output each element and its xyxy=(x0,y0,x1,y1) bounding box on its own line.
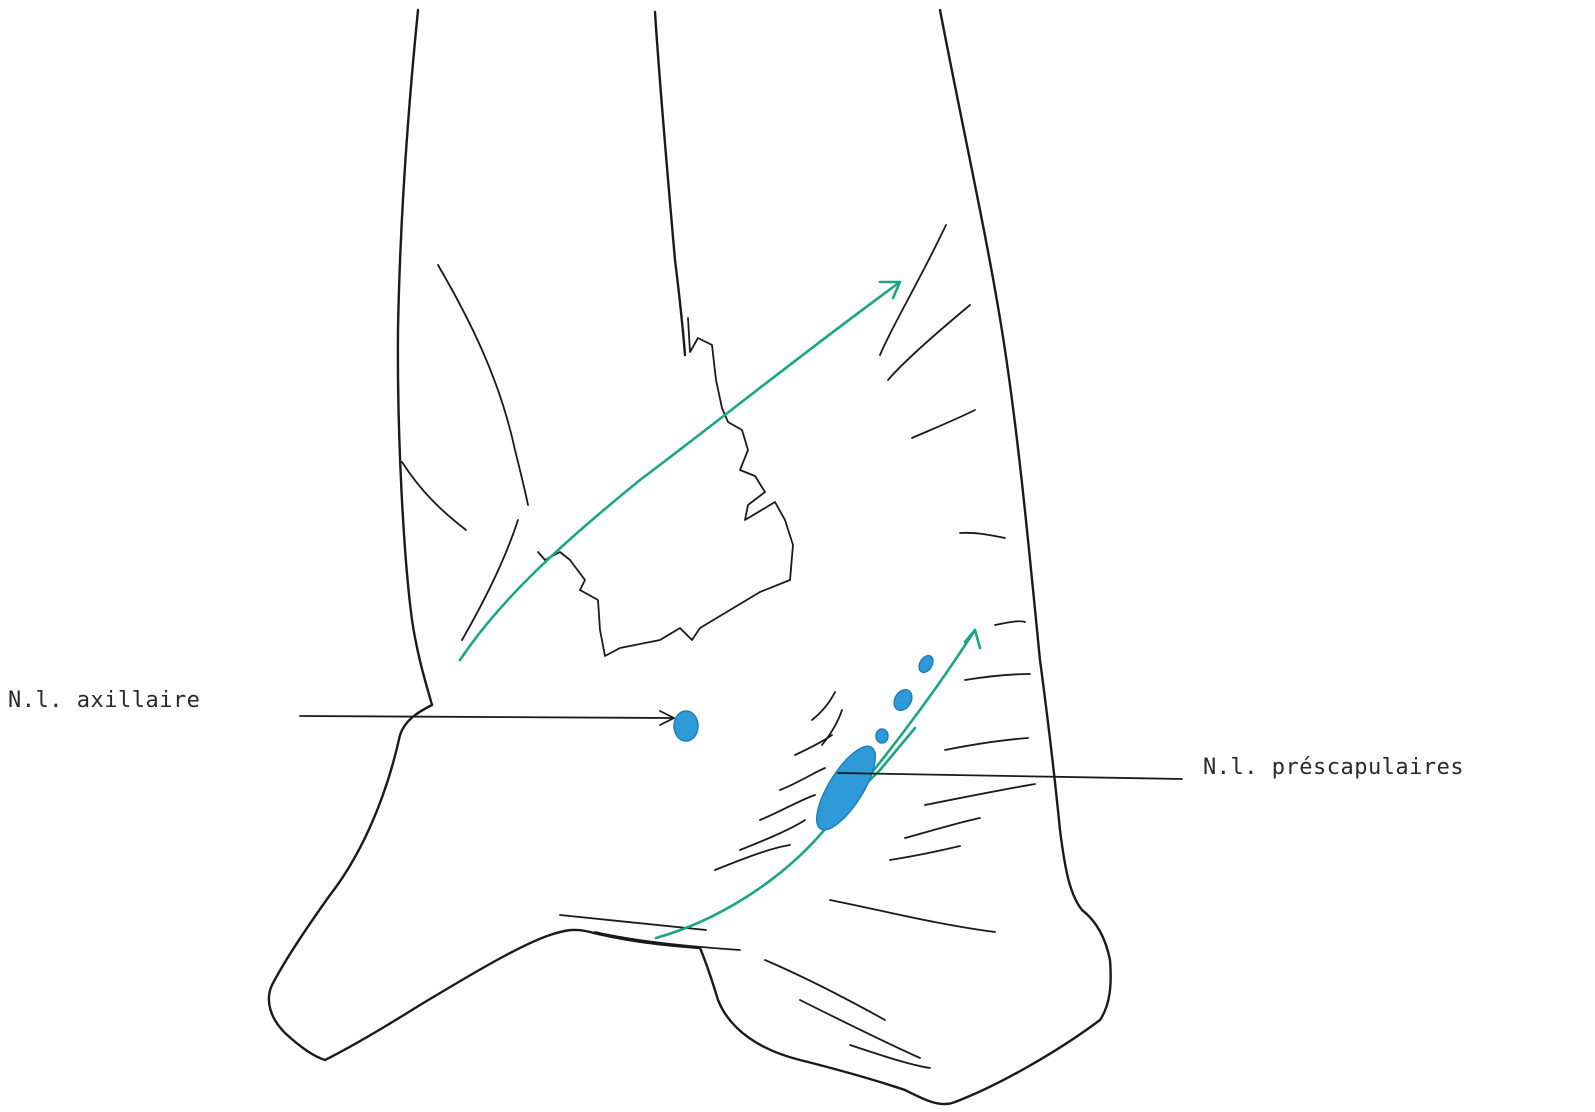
leader-line-prescapulaires xyxy=(838,773,1182,779)
muscle-boundary xyxy=(538,318,793,656)
leader-line-axillaire xyxy=(300,711,674,725)
hatching-strokes xyxy=(402,225,1035,1068)
prescapular-lymph-node-small-1 xyxy=(876,729,888,743)
prescapular-lymph-node-small-2 xyxy=(891,686,916,713)
lymph-path-lower xyxy=(656,630,980,938)
prescapular-lymph-node-small-3 xyxy=(916,653,935,675)
body-outline-shoulder xyxy=(269,10,1111,1104)
axillary-lymph-node xyxy=(674,711,698,741)
body-outline-inner-fold xyxy=(655,12,685,355)
label-axillaire: N.l. axillaire xyxy=(8,688,200,713)
prescapular-lymph-node-large xyxy=(806,738,886,837)
lymph-path-upper xyxy=(460,282,900,660)
lymph-nodes xyxy=(674,653,936,838)
body-outline-left xyxy=(398,10,432,705)
label-prescapulaires: N.l. préscapulaires xyxy=(1203,755,1464,780)
